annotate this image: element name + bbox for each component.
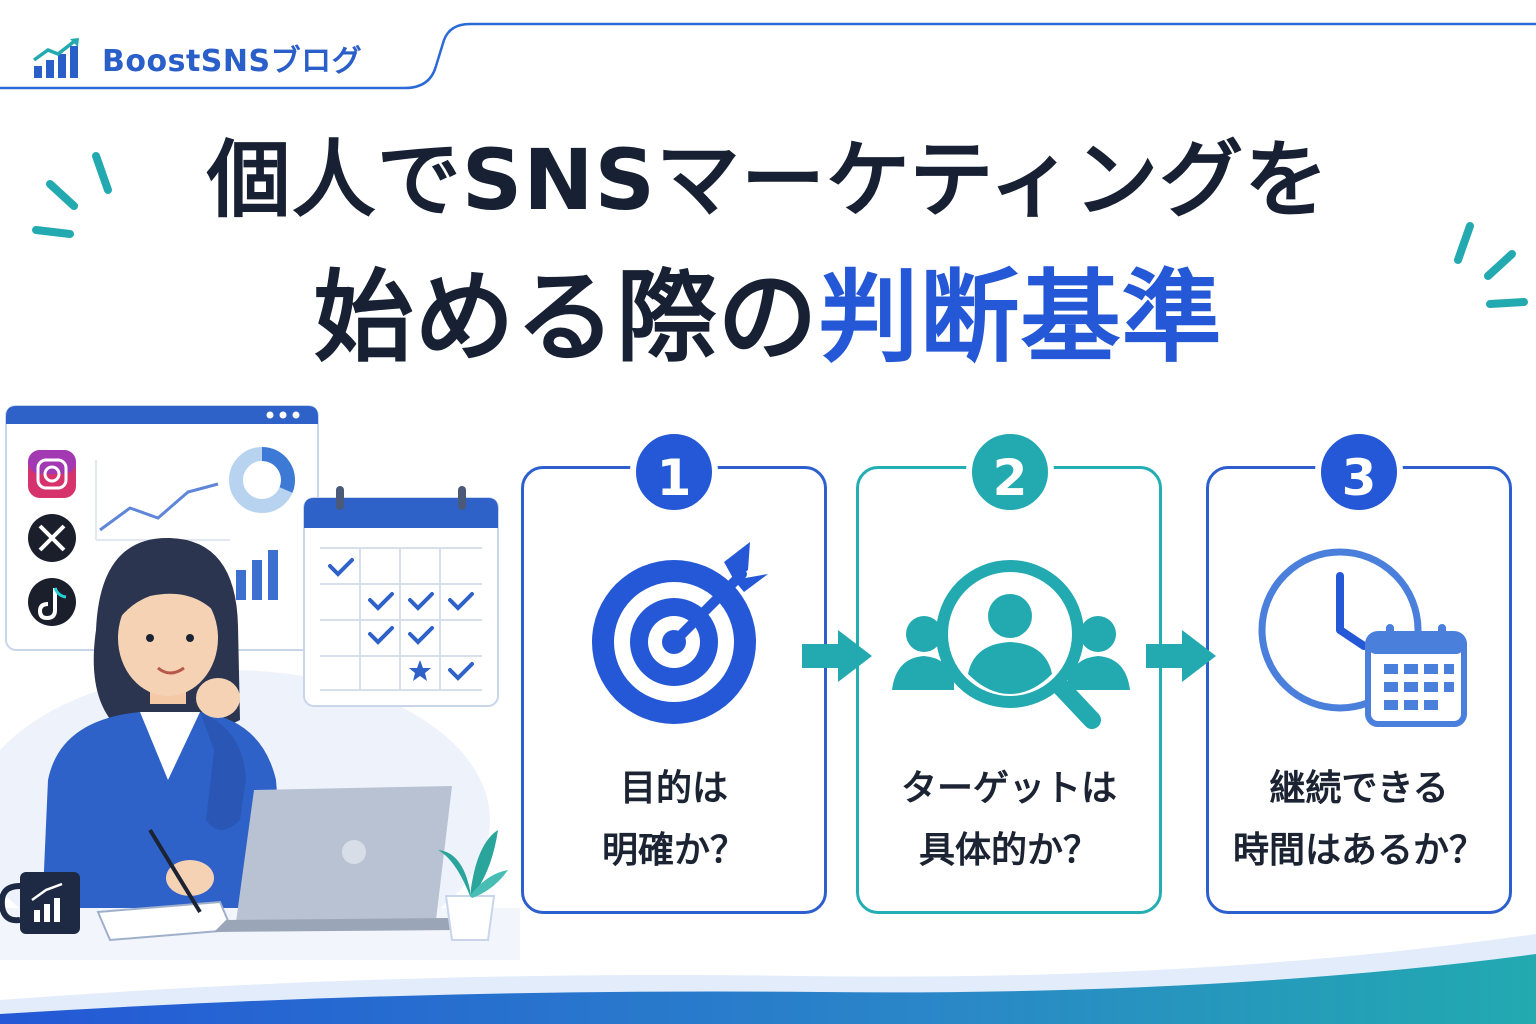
- title-plain: 始める際の: [313, 259, 819, 376]
- title-highlight: 判断基準: [818, 259, 1223, 376]
- instagram-icon: [28, 450, 76, 498]
- x-icon: [28, 514, 76, 562]
- step-3-label: 継続できる 時間はあるか？: [1206, 758, 1512, 882]
- header-tab-frame: [0, 22, 1536, 90]
- header-bar: BoostSNSブログ: [0, 22, 1536, 90]
- laptop: [214, 786, 460, 932]
- brand[interactable]: BoostSNSブログ: [32, 36, 362, 80]
- calendar-checklist: [303, 486, 499, 707]
- spark-lines-left-icon: [32, 152, 112, 238]
- step-2-label: ターゲットは 具体的か？: [856, 758, 1162, 882]
- page-title-line-1: 個人でSNSマーケティングを: [206, 131, 1330, 229]
- step-2-line-1: ターゲットは: [900, 768, 1117, 809]
- target-icon: [592, 542, 768, 724]
- step-2-line-2: 具体的か？: [918, 830, 1099, 871]
- page-title-line-2: 始める際の判断基準: [0, 248, 1536, 388]
- user-search-icon: [892, 560, 1130, 729]
- bottom-wave: [0, 934, 1536, 1024]
- woman-figure: [40, 537, 290, 960]
- step-number-1: 1: [630, 428, 718, 516]
- plant-icon: [438, 830, 508, 941]
- step-1-line-2: 明確か？: [601, 830, 746, 871]
- step-number-2: 2: [966, 428, 1054, 516]
- bar-chart-logo-icon: [32, 38, 79, 78]
- brand-name: BoostSNSブログ: [102, 44, 363, 79]
- mug-icon: [0, 872, 80, 934]
- woman-at-laptop-illustration: [0, 405, 520, 960]
- step-number-3: 3: [1315, 428, 1403, 516]
- step-1-label: 目的は 明確か？: [521, 758, 827, 882]
- step-1-line-1: 目的は: [619, 768, 728, 809]
- step-3-line-1: 継続できる: [1269, 768, 1449, 809]
- tiktok-icon: [28, 578, 76, 626]
- arrow-right-icon: [1146, 630, 1216, 682]
- clock-calendar-icon: [1258, 548, 1467, 727]
- step-3-line-2: 時間はあるか？: [1232, 830, 1485, 871]
- spark-lines-right-icon: [1454, 222, 1528, 308]
- arrow-right-icon: [802, 630, 872, 682]
